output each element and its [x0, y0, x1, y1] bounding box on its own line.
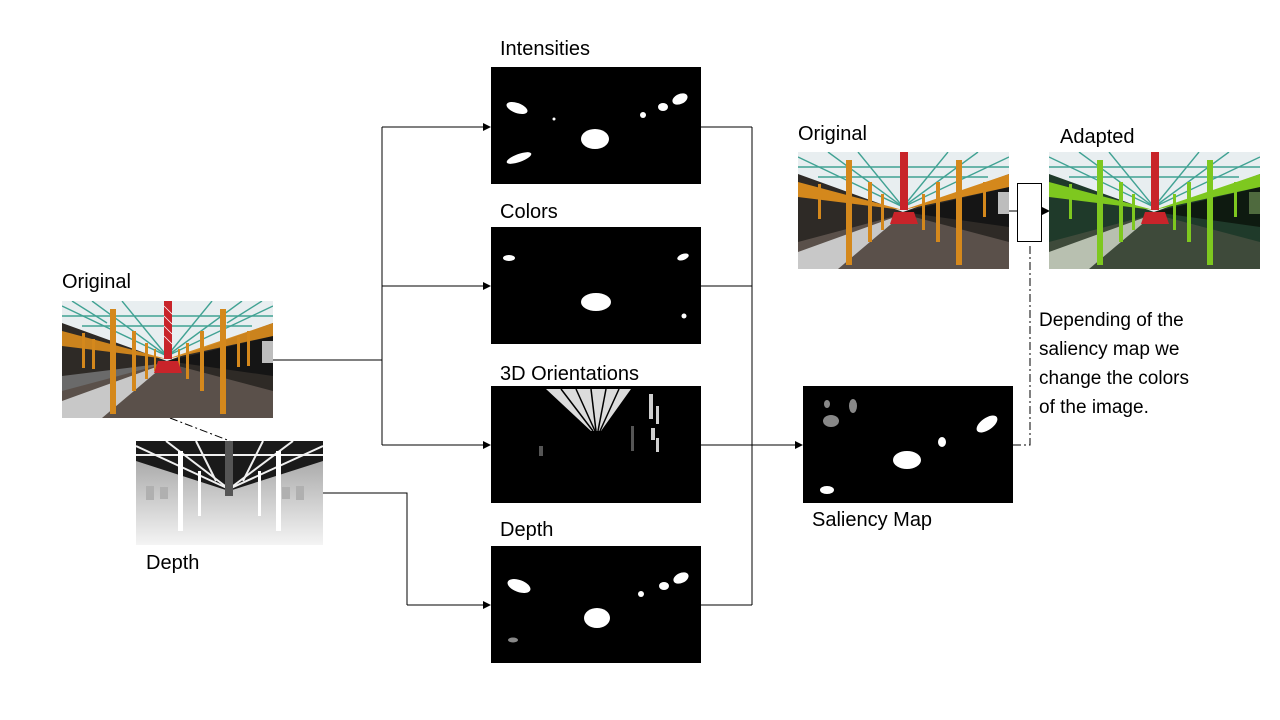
label-depth-map: Depth	[500, 519, 554, 541]
label-original-left: Original	[62, 271, 131, 293]
label-orientations: 3D Orientations	[500, 363, 639, 385]
label-adapted: Adapted	[1060, 126, 1135, 148]
original-scene-image	[62, 301, 273, 418]
label-intensities: Intensities	[500, 38, 591, 60]
color-adapter-box	[1017, 183, 1042, 242]
depth-feature-map	[491, 546, 701, 663]
note-line-3: change the colors	[1039, 368, 1189, 389]
colors-map	[491, 227, 701, 344]
depth-image	[136, 441, 323, 545]
note-line-4: of the image.	[1039, 397, 1149, 418]
adapted-scene-image	[1049, 152, 1260, 269]
label-saliency-map: Saliency Map	[812, 509, 933, 531]
saliency-map	[803, 386, 1013, 503]
orientations-map	[491, 386, 701, 503]
label-colors: Colors	[500, 201, 558, 223]
intensities-map	[491, 67, 701, 184]
original-scene-image-small	[798, 152, 1009, 269]
label-depth-image: Depth	[146, 552, 200, 574]
note-line-1: Depending of the	[1039, 310, 1184, 331]
explanation-note: Depending of the saliency map we change …	[1039, 306, 1189, 422]
note-line-2: saliency map we	[1039, 339, 1180, 360]
label-original-right: Original	[798, 123, 867, 145]
